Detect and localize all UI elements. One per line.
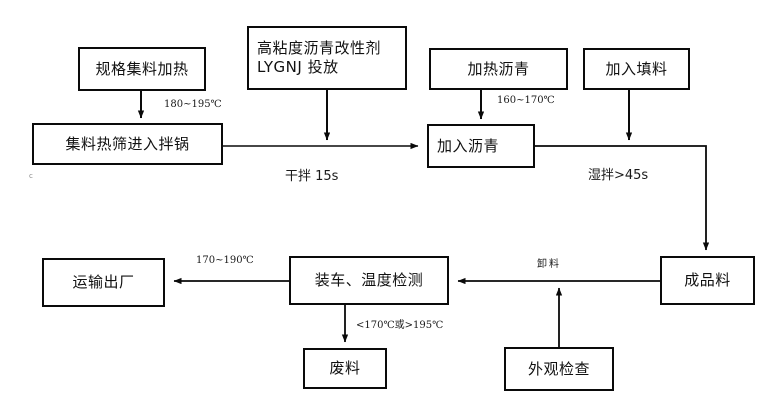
edge-label-unload: 卸料 [537,259,561,270]
node-loading-temperature-check[interactable]: 装车、温度检测 [289,256,449,305]
node-label: 集料热筛进入拌锅 [65,134,190,153]
edge-asphaltadd-to-finished [535,145,710,251]
node-label: 外观检查 [527,359,590,378]
edge-label-reject-temperature: <170℃或>195℃ [356,320,444,331]
node-aggregate-heat[interactable]: 规格集料加热 [78,47,206,91]
node-transport-out[interactable]: 运输出厂 [42,258,165,307]
node-asphalt-add[interactable]: 加入沥青 [427,124,535,168]
node-label: 加热沥青 [467,59,530,78]
node-label: 加入填料 [605,59,668,78]
node-asphalt-heat[interactable]: 加热沥青 [429,48,568,90]
edge-label-asphalt-temperature: 160~170℃ [497,95,555,106]
scan-artifact-speck: c [29,172,33,180]
edge-label-aggregate-temperature: 180~195℃ [164,99,222,110]
node-finished-material[interactable]: 成品料 [660,256,755,305]
node-label: 装车、温度检测 [314,271,424,290]
edge-label-dry-mix-time: 干拌 15s [285,169,339,184]
node-label: 规格集料加热 [95,59,189,78]
edge-label-wet-mix-time: 湿拌>45s [588,168,649,183]
node-filler-add[interactable]: 加入填料 [583,48,690,90]
node-label: 运输出厂 [72,273,135,292]
node-waste[interactable]: 废料 [303,348,387,389]
node-modifier-dosing[interactable]: 高粘度沥青改性剂 LYGNJ 投放 [247,26,407,90]
edge-label-transport-temperature: 170~190℃ [196,255,254,266]
node-label: 成品料 [684,271,731,290]
node-hot-screen-to-mixer[interactable]: 集料热筛进入拌锅 [32,123,223,165]
node-label: 废料 [329,359,361,378]
node-label: 高粘度沥青改性剂 LYGNJ 投放 [257,39,382,76]
node-visual-inspection[interactable]: 外观检查 [504,347,614,391]
node-label: 加入沥青 [437,136,500,155]
